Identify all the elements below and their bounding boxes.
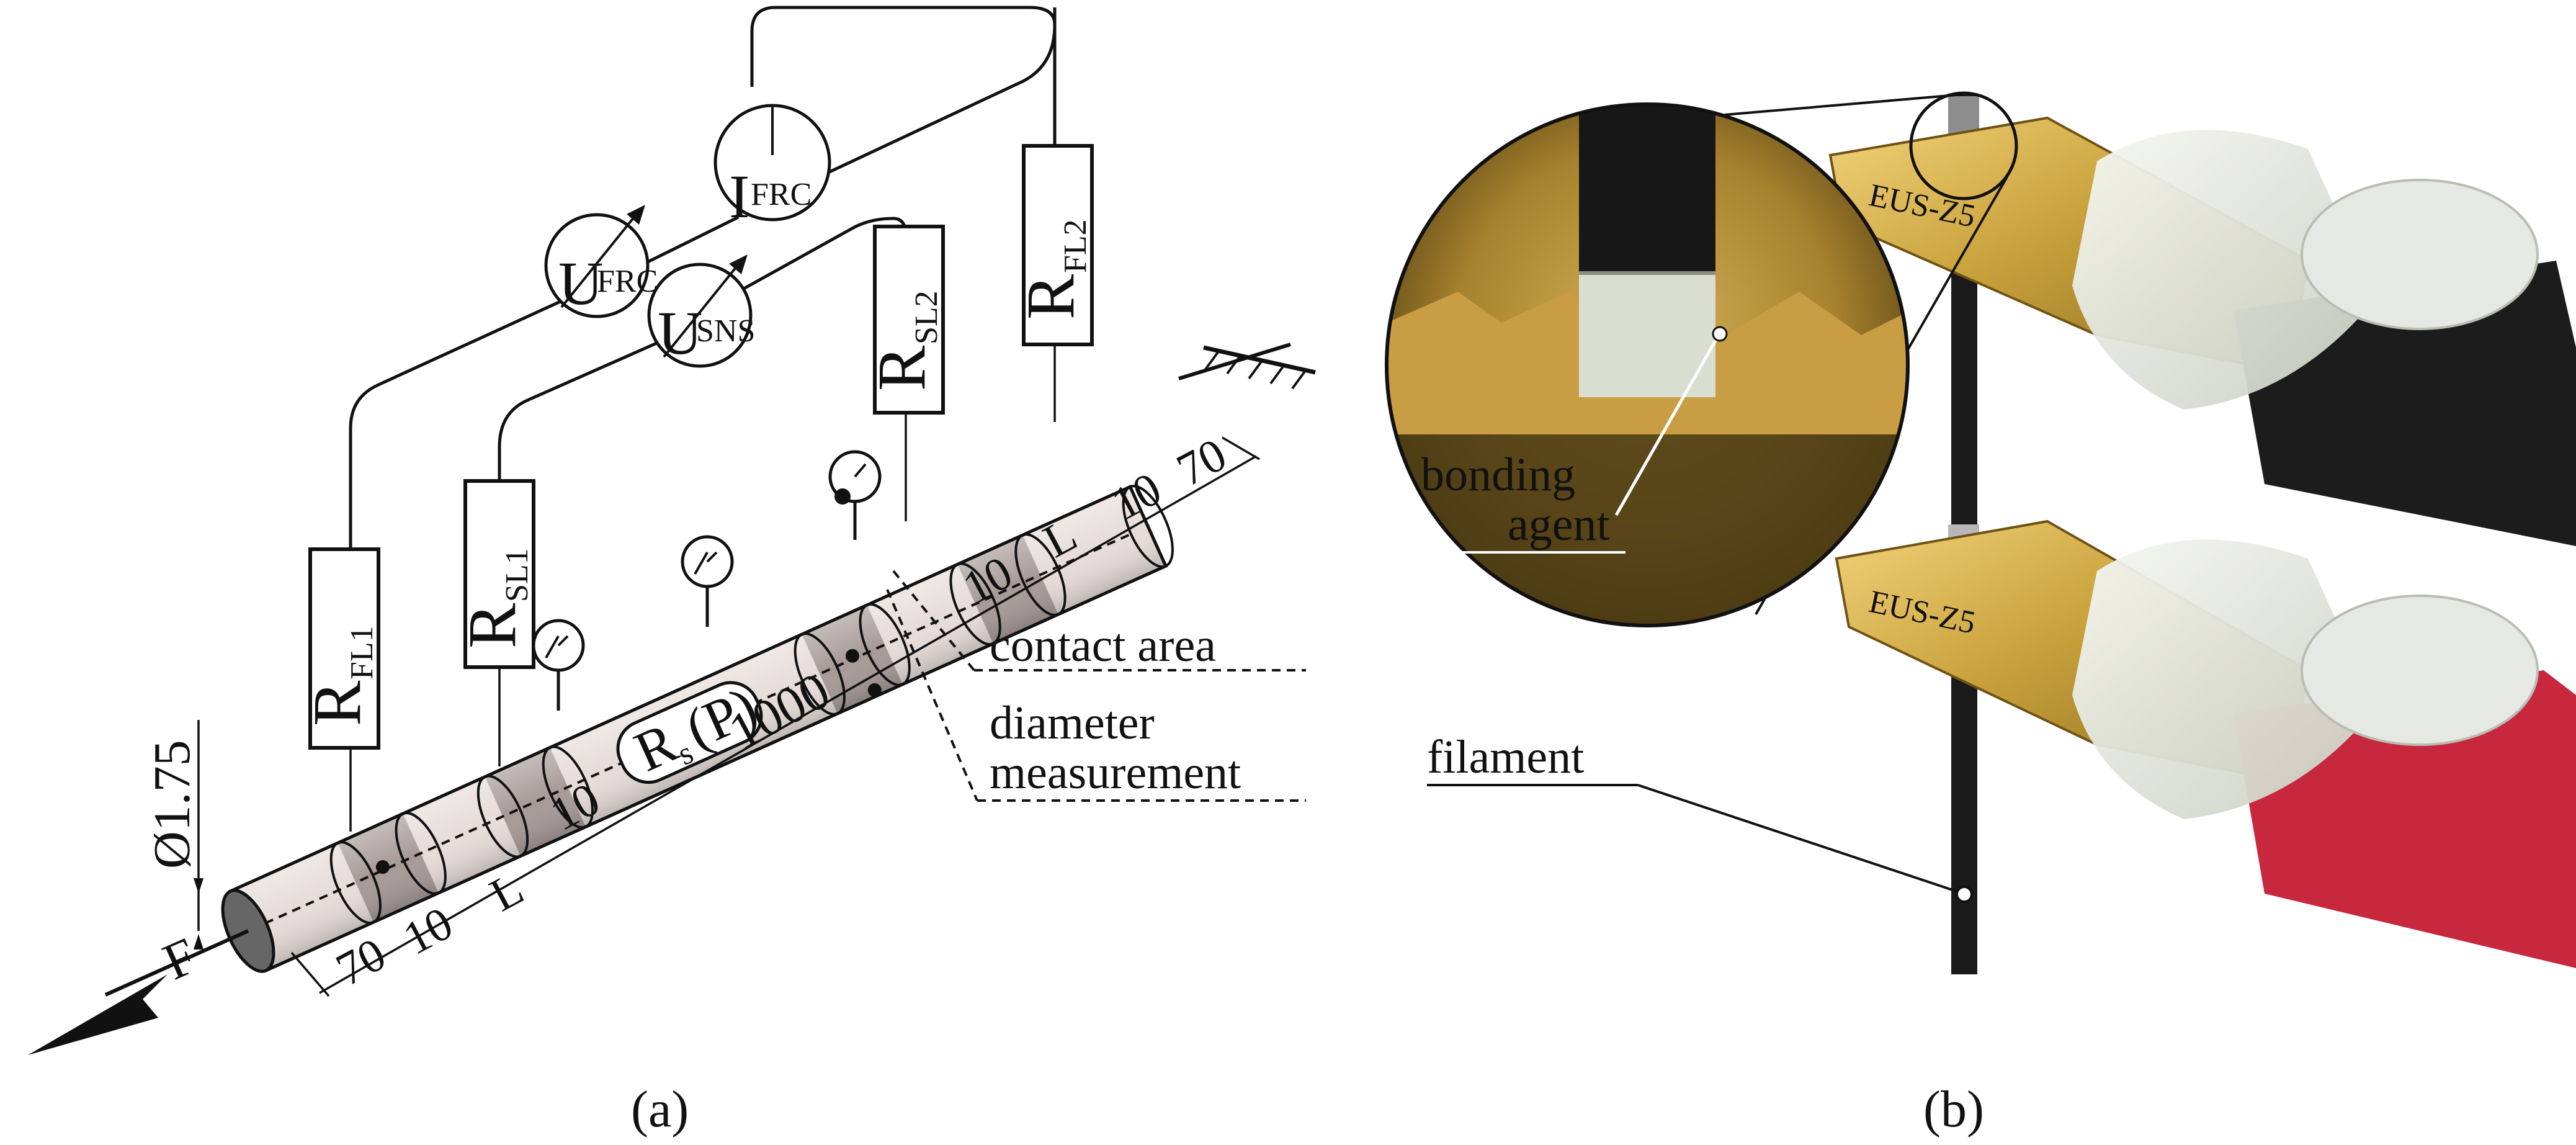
resistor-r-sl2: R SL2: [864, 225, 945, 415]
meter-i-frc-subscript: FRC: [751, 177, 812, 212]
panel-b-photo: EUS-Z5 EUS-Z5 bond: [1385, 91, 2576, 1138]
panel-a-diagram: U FRC I FRC U SNS R FL1 R SL1: [28, 6, 1316, 1138]
meter-u-frc-symbol: U: [558, 249, 603, 318]
panel-b-caption: (b): [1923, 1080, 1984, 1138]
resistor-r-sl1-symbol: R: [454, 603, 530, 649]
resistor-r-fl2-subscript: FL2: [1058, 219, 1093, 273]
resistor-r-sl2-symbol: R: [864, 345, 939, 391]
diameter-dimension: Ø1.75: [143, 720, 203, 950]
meter-u-sns-subscript: SNS: [696, 313, 755, 349]
resistor-r-fl1-symbol: R: [299, 680, 375, 726]
callouts: contact area diameter measurement: [886, 570, 1306, 802]
label-filament: filament: [1427, 731, 1584, 783]
meter-i-frc-symbol: I: [729, 162, 749, 231]
fixed-support-icon: [1178, 343, 1316, 390]
meter-u-sns-symbol: U: [658, 299, 702, 367]
resistor-r-sl1: R SL1: [454, 479, 535, 669]
force-label: F: [155, 927, 205, 991]
callout-contact-area: contact area: [990, 619, 1216, 671]
label-agent: agent: [1508, 498, 1610, 550]
callout-diameter: diameter: [990, 697, 1155, 749]
lower-clip: EUS-Z5: [1835, 519, 2576, 968]
resistor-r-fl1-subscript: FL1: [344, 626, 380, 680]
gauge-icon: [532, 619, 585, 711]
label-bonding: bonding: [1421, 449, 1575, 501]
meter-u-sns: U SNS: [647, 254, 755, 368]
callout-measurement: measurement: [990, 747, 1241, 799]
pressure-gauges: [532, 450, 882, 711]
circuit-wiring: [349, 6, 1057, 832]
resistor-r-fl2: R FL2: [1013, 144, 1094, 346]
meter-u-frc-subscript: FRC: [597, 264, 658, 299]
resistor-r-fl2-symbol: R: [1013, 274, 1088, 320]
upper-clip: EUS-Z5: [1828, 116, 2576, 546]
resistor-r-fl1: R FL1: [299, 547, 380, 750]
diameter-label: Ø1.75: [143, 740, 201, 869]
gauge-icon: [828, 450, 882, 540]
gauge-icon: [681, 535, 734, 627]
resistor-r-sl2-subscript: SL2: [909, 290, 944, 344]
panel-a-caption: (a): [631, 1080, 689, 1138]
filament-callout: filament: [1427, 731, 1973, 903]
meter-u-frc: U FRC: [544, 205, 658, 318]
force-arrow: F: [28, 927, 249, 1055]
dim-left-contact: L: [482, 862, 532, 922]
meter-i-frc: I FRC: [713, 104, 831, 231]
resistor-r-sl1-subscript: SL1: [499, 548, 535, 602]
